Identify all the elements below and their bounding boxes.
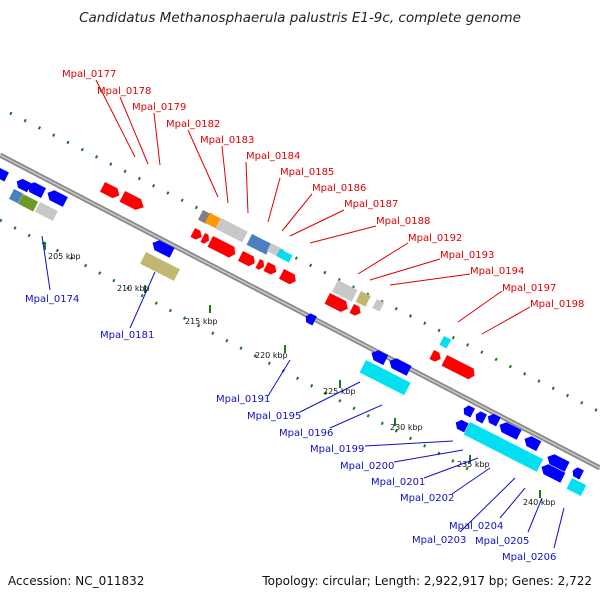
gene-arrow[interactable] — [497, 420, 522, 440]
gene-label[interactable]: Mpal_0188 — [376, 216, 430, 227]
gene-label[interactable]: Mpal_0179 — [132, 102, 186, 113]
gene-arrow[interactable] — [238, 251, 257, 268]
gene-label[interactable]: Mpal_0199 — [310, 444, 364, 455]
gene-label[interactable]: Mpal_0203 — [412, 535, 466, 546]
gene-arrow[interactable] — [539, 462, 566, 483]
gene-arrow[interactable] — [150, 238, 175, 258]
gene-arrow[interactable] — [279, 269, 298, 286]
scale-tick-label: 225 kbp — [323, 387, 356, 396]
reverse-strand-features — [0, 166, 587, 496]
gene-label[interactable]: Mpal_0198 — [530, 299, 584, 310]
gene-label[interactable]: Mpal_0183 — [200, 135, 254, 146]
gene-box[interactable] — [276, 249, 293, 263]
gene-box[interactable] — [35, 202, 58, 221]
reverse-gene-labels: Mpal_0174 Mpal_0181 Mpal_0191 Mpal_0195 … — [25, 235, 565, 563]
gene-arrow[interactable] — [303, 312, 317, 326]
gene-arrow[interactable] — [324, 293, 351, 314]
gene-label[interactable]: Mpal_0204 — [449, 521, 503, 532]
scale-ticks — [44, 242, 541, 498]
scale-tick-label: 215 kbp — [185, 317, 218, 326]
gene-label[interactable]: Mpal_0182 — [166, 119, 220, 130]
gene-label[interactable]: Mpal_0181 — [100, 330, 154, 341]
scale-tick-label: 205 kbp — [48, 252, 81, 261]
gene-arrow[interactable] — [25, 180, 47, 198]
gene-arrow[interactable] — [453, 418, 469, 433]
backbone-highlight — [0, 154, 600, 469]
gene-label[interactable]: Mpal_0191 — [216, 394, 270, 405]
gene-box[interactable] — [372, 299, 385, 312]
gene-label[interactable]: Mpal_0194 — [470, 266, 524, 277]
gene-arrow[interactable] — [461, 404, 475, 418]
gene-label[interactable]: Mpal_0202 — [400, 493, 454, 504]
gene-label[interactable]: Mpal_0196 — [279, 428, 333, 439]
gene-box[interactable] — [332, 280, 358, 302]
gene-box[interactable] — [463, 422, 544, 472]
gene-arrow[interactable] — [200, 233, 211, 245]
forward-gene-labels: Mpal_0177 Mpal_0178 Mpal_0179 Mpal_0182 … — [62, 69, 584, 335]
gene-arrow[interactable] — [0, 166, 9, 182]
scale-tick-label: 210 kbp — [117, 284, 150, 293]
gene-box[interactable] — [355, 291, 371, 307]
gene-label[interactable]: Mpal_0184 — [246, 151, 300, 162]
gene-label[interactable]: Mpal_0206 — [502, 552, 556, 563]
scale-tick-label: 240 kbp — [523, 498, 556, 507]
scale-tick-label: 230 kbp — [390, 423, 423, 432]
gene-box[interactable] — [246, 234, 272, 255]
gene-arrow[interactable] — [429, 350, 442, 363]
gene-arrow[interactable] — [473, 410, 487, 424]
gene-label[interactable]: Mpal_0205 — [475, 536, 529, 547]
gene-label[interactable]: Mpal_0200 — [340, 461, 394, 472]
gene-arrow[interactable] — [45, 188, 68, 207]
gene-arrow[interactable] — [255, 259, 266, 271]
forward-strand-features — [100, 182, 478, 381]
gene-arrow[interactable] — [119, 191, 147, 213]
gene-label[interactable]: Mpal_0185 — [280, 167, 334, 178]
gene-box[interactable] — [140, 252, 180, 281]
gene-arrow[interactable] — [14, 177, 32, 193]
topology-text: Topology: circular; Length: 2,922,917 bp… — [261, 574, 592, 588]
gene-label[interactable]: Mpal_0192 — [408, 233, 462, 244]
gene-arrow[interactable] — [545, 452, 570, 472]
gene-box[interactable] — [18, 194, 39, 212]
gene-arrow[interactable] — [570, 466, 584, 480]
scale-tick-labels: 205 kbp 210 kbp 215 kbp 220 kbp 225 kbp … — [48, 252, 556, 507]
gene-arrow[interactable] — [522, 434, 542, 452]
gene-box[interactable] — [359, 360, 411, 396]
gene-label[interactable]: Mpal_0197 — [502, 283, 556, 294]
accession-text: Accession: NC_011832 — [8, 574, 144, 588]
gene-arrow[interactable] — [100, 182, 122, 200]
gene-label[interactable]: Mpal_0187 — [344, 199, 398, 210]
scale-tick-label: 220 kbp — [255, 351, 288, 360]
gene-label[interactable]: Mpal_0177 — [62, 69, 116, 80]
gene-box[interactable] — [566, 478, 587, 496]
gene-arrow[interactable] — [207, 236, 238, 259]
gene-label[interactable]: Mpal_0186 — [312, 183, 366, 194]
gene-box[interactable] — [439, 336, 452, 349]
gene-arrow[interactable] — [349, 304, 362, 317]
gene-label[interactable]: Mpal_0195 — [247, 411, 301, 422]
gene-arrow[interactable] — [441, 355, 478, 381]
map-title: Candidatus Methanosphaerula palustris E1… — [79, 10, 521, 26]
gene-arrow[interactable] — [263, 262, 278, 276]
gene-box[interactable] — [9, 189, 23, 204]
gene-box[interactable] — [215, 218, 248, 243]
gene-label[interactable]: Mpal_0201 — [371, 477, 425, 488]
gene-arrow[interactable] — [369, 348, 389, 366]
gene-box[interactable] — [205, 213, 221, 229]
gene-arrow[interactable] — [387, 356, 412, 376]
gene-label[interactable]: Mpal_0174 — [25, 294, 79, 305]
scale-tick-label: 235 kbp — [457, 460, 490, 469]
outer-dotted-ring — [9, 111, 600, 414]
gene-arrow[interactable] — [485, 412, 501, 427]
gene-arrow[interactable] — [190, 228, 203, 241]
gene-label[interactable]: Mpal_0178 — [97, 86, 151, 97]
gene-label[interactable]: Mpal_0193 — [440, 250, 494, 261]
